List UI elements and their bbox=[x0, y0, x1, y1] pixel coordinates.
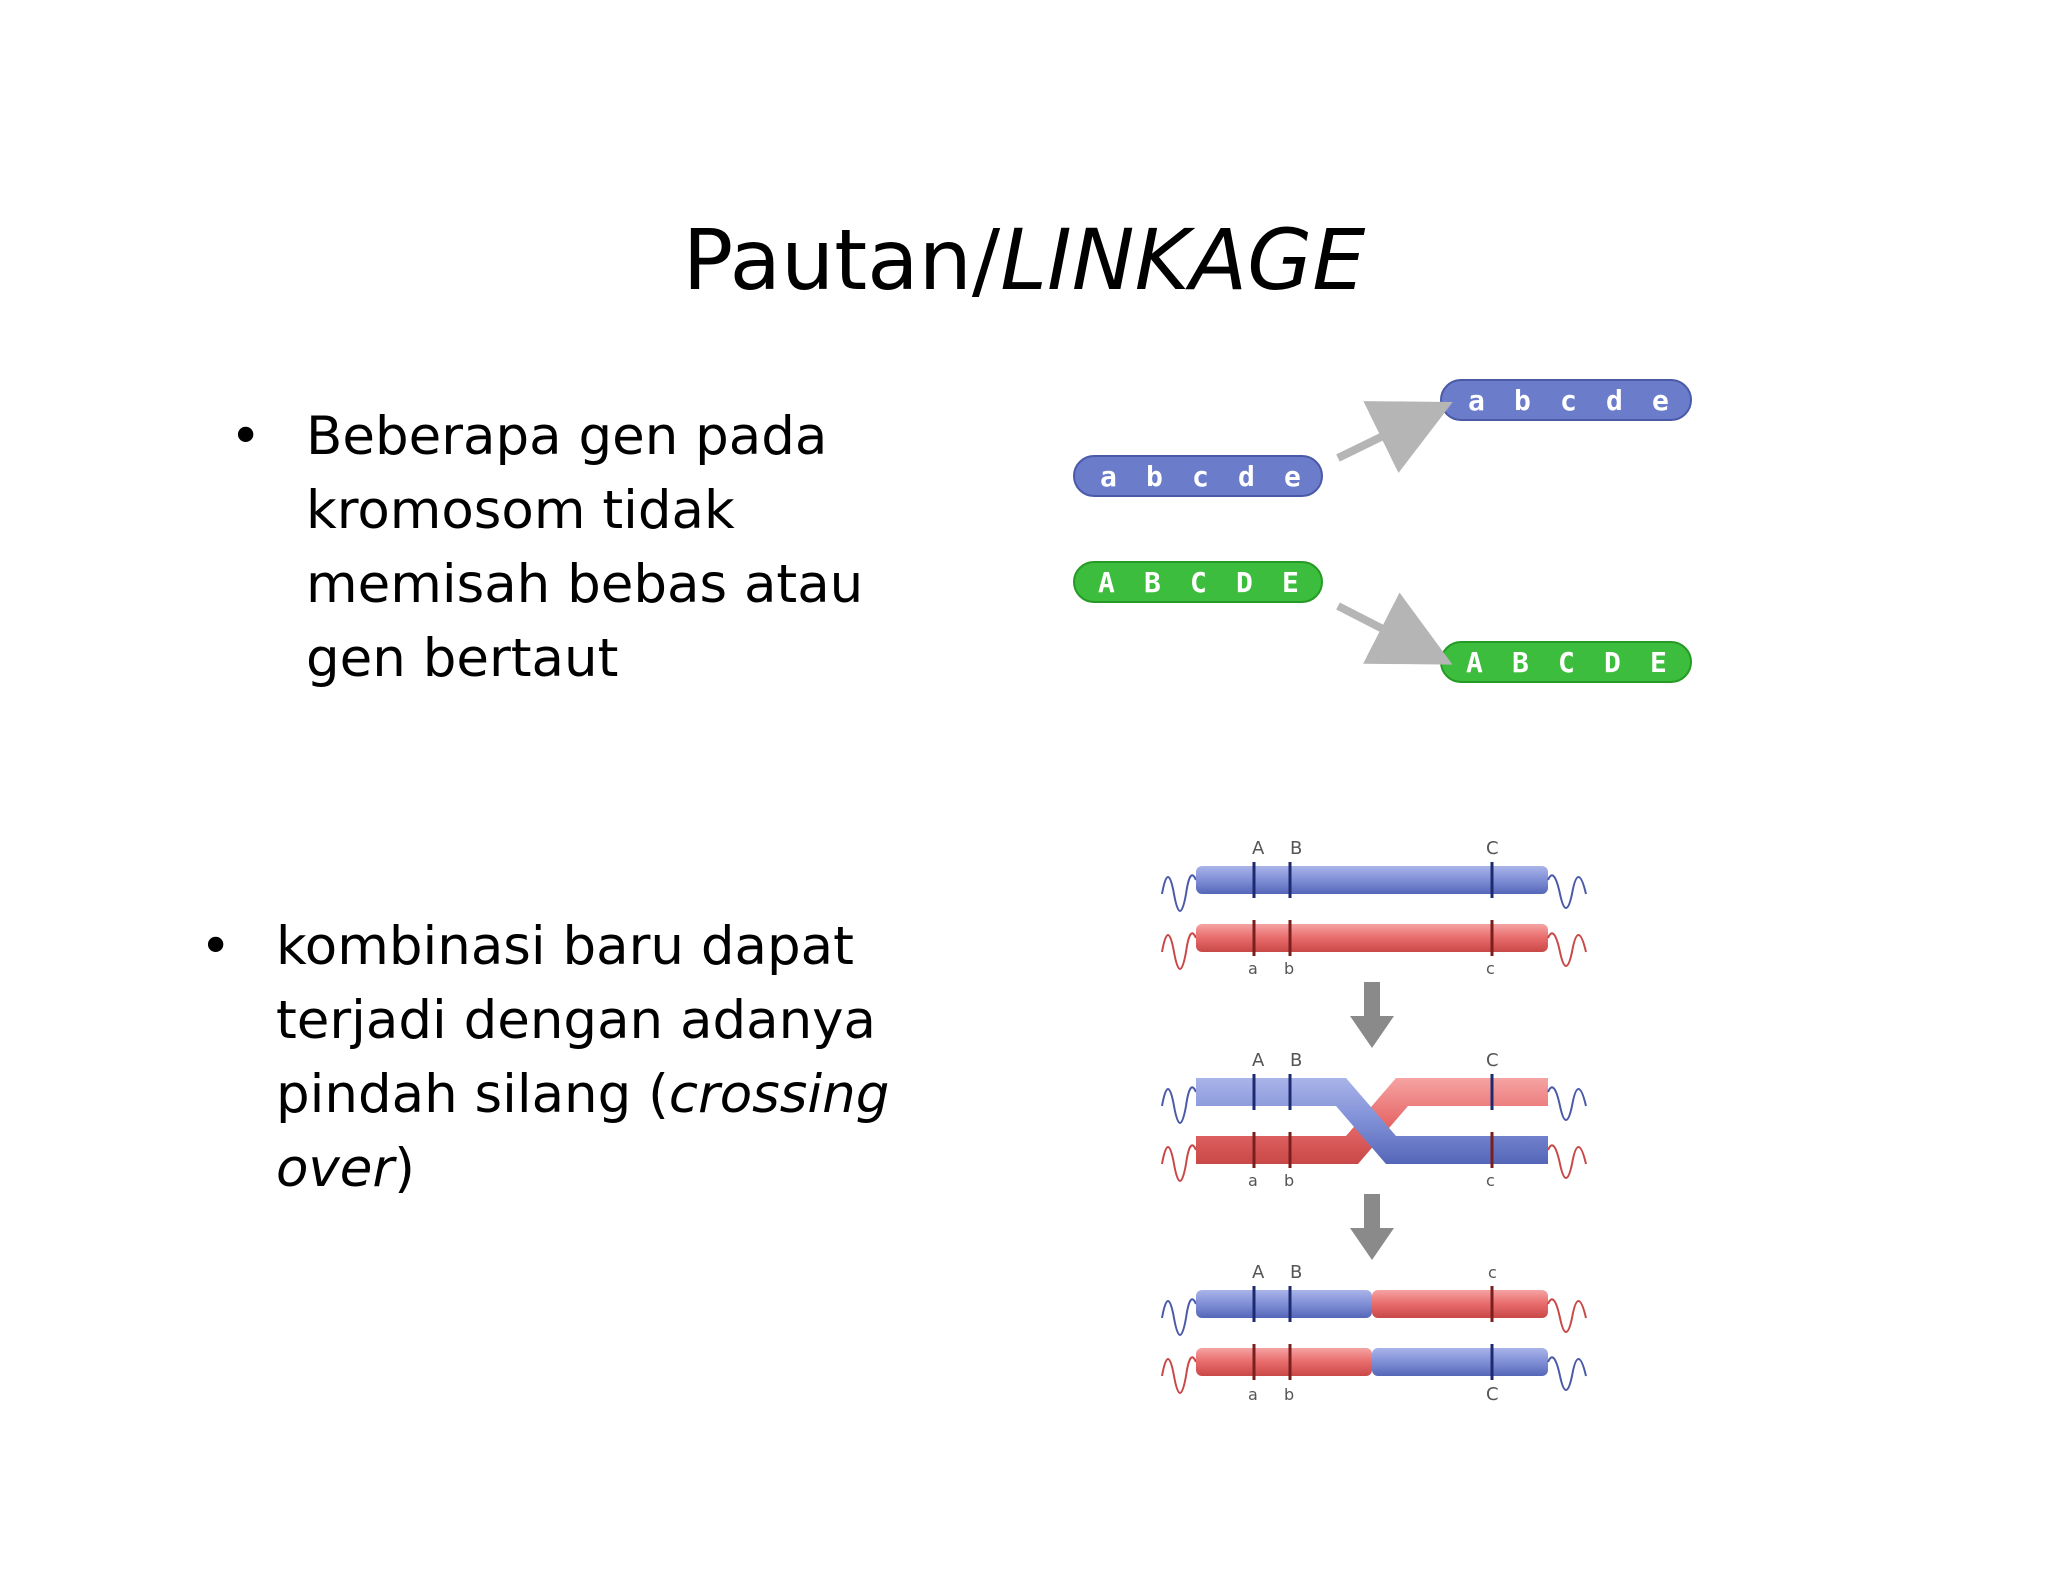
chromosome-pill-dominant-bottom: A B C D E bbox=[1440, 641, 1692, 683]
gene-letter: D bbox=[1604, 646, 1621, 679]
gene-letter: a bbox=[1100, 460, 1117, 493]
gene-label-c: c bbox=[1486, 959, 1495, 978]
chromosome-blue-crossing bbox=[1196, 1078, 1548, 1164]
gene-letter: b bbox=[1146, 460, 1163, 493]
chromosome-recombinant-red-part bbox=[1372, 1290, 1548, 1318]
gene-label-C-bottom: C bbox=[1486, 1384, 1499, 1405]
bullet-marker: • bbox=[200, 916, 232, 977]
bullet-text-main: kombinasi baru dapat terjadi dengan adan… bbox=[276, 916, 893, 1125]
gene-letter: e bbox=[1284, 460, 1301, 493]
gene-letter: D bbox=[1236, 566, 1253, 599]
gene-letter: C bbox=[1190, 566, 1207, 599]
chromosome-pill-recessive-top: a b c d e bbox=[1440, 379, 1692, 421]
gene-letter: a bbox=[1468, 384, 1485, 417]
chromosome-red bbox=[1196, 924, 1548, 952]
gene-letter: d bbox=[1238, 460, 1255, 493]
gene-label-a: a bbox=[1248, 1171, 1258, 1190]
bullet-text-main: Beberapa gen pada kromosom tidak memisah… bbox=[306, 406, 881, 689]
bullet-marker: • bbox=[230, 406, 262, 467]
gene-letter: d bbox=[1606, 384, 1623, 417]
crossover-diagram: A B C a b c A B C bbox=[1161, 838, 1587, 1405]
gene-letter: A bbox=[1098, 566, 1115, 599]
chromosome-recombinant-blue-part bbox=[1196, 1290, 1372, 1318]
gene-label-A: A bbox=[1252, 1262, 1265, 1283]
gene-label-b: b bbox=[1284, 959, 1294, 978]
linkage-diagram: a b c d e a b c d e A B C D E A B C D E bbox=[1073, 379, 1692, 683]
gene-label-C: C bbox=[1486, 1050, 1499, 1071]
stage-during-crossover: A B C a b c bbox=[1161, 1050, 1587, 1190]
chromosome-recombinant-blue-part bbox=[1372, 1348, 1548, 1376]
chromosome-pill-dominant-parent: A B C D E bbox=[1073, 561, 1323, 603]
gene-letter: e bbox=[1652, 384, 1669, 417]
gene-label-b: b bbox=[1284, 1171, 1294, 1190]
stage-after-crossover: A B c a b C bbox=[1161, 1262, 1587, 1405]
arrow-up-right bbox=[1336, 401, 1453, 474]
stage-before-crossover: A B C a b c bbox=[1161, 838, 1587, 978]
chromosome-recombinant-red-part bbox=[1196, 1348, 1372, 1376]
chromosome-blue bbox=[1196, 866, 1548, 894]
down-arrow-icon bbox=[1350, 982, 1394, 1048]
chromosome-pill-recessive-parent: a b c d e bbox=[1073, 455, 1323, 497]
gene-label-a: a bbox=[1248, 959, 1258, 978]
gene-label-a: a bbox=[1248, 1385, 1258, 1404]
gene-letter: B bbox=[1512, 646, 1529, 679]
dna-end-right bbox=[1547, 932, 1587, 967]
bullet-text-after: ) bbox=[394, 1138, 415, 1199]
slide-title: Pautan/LINKAGE bbox=[0, 210, 2048, 310]
gene-letter: c bbox=[1192, 460, 1209, 493]
gene-label-c: c bbox=[1486, 1171, 1495, 1190]
down-arrow-icon bbox=[1350, 1194, 1394, 1260]
dna-end-left bbox=[1161, 932, 1197, 970]
gene-label-C: C bbox=[1486, 838, 1499, 859]
gene-label-A: A bbox=[1252, 1050, 1265, 1071]
gene-label-A: A bbox=[1252, 838, 1265, 859]
dna-end-right bbox=[1547, 874, 1587, 909]
gene-label-b: b bbox=[1284, 1385, 1294, 1404]
bullet-text: kombinasi baru dapat terjadi dengan adan… bbox=[276, 910, 896, 1206]
gene-letter: A bbox=[1466, 646, 1483, 679]
gene-label-B: B bbox=[1290, 1262, 1302, 1283]
gene-letter: E bbox=[1282, 566, 1299, 599]
title-main: Pautan/ bbox=[682, 211, 1001, 309]
gene-letter: B bbox=[1144, 566, 1161, 599]
gene-label-c-top: c bbox=[1488, 1263, 1497, 1282]
title-italic: LINKAGE bbox=[1000, 211, 1366, 309]
gene-letter: C bbox=[1558, 646, 1575, 679]
gene-label-B: B bbox=[1290, 838, 1302, 859]
gene-letter: b bbox=[1514, 384, 1531, 417]
arrow-down-right bbox=[1336, 592, 1453, 665]
gene-label-B: B bbox=[1290, 1050, 1302, 1071]
dna-end-left bbox=[1161, 874, 1197, 912]
bullet-text: Beberapa gen pada kromosom tidak memisah… bbox=[306, 400, 926, 696]
gene-letter: c bbox=[1560, 384, 1577, 417]
gene-letter: E bbox=[1650, 646, 1667, 679]
bullet-text-italic: crossing over bbox=[276, 1064, 907, 1199]
